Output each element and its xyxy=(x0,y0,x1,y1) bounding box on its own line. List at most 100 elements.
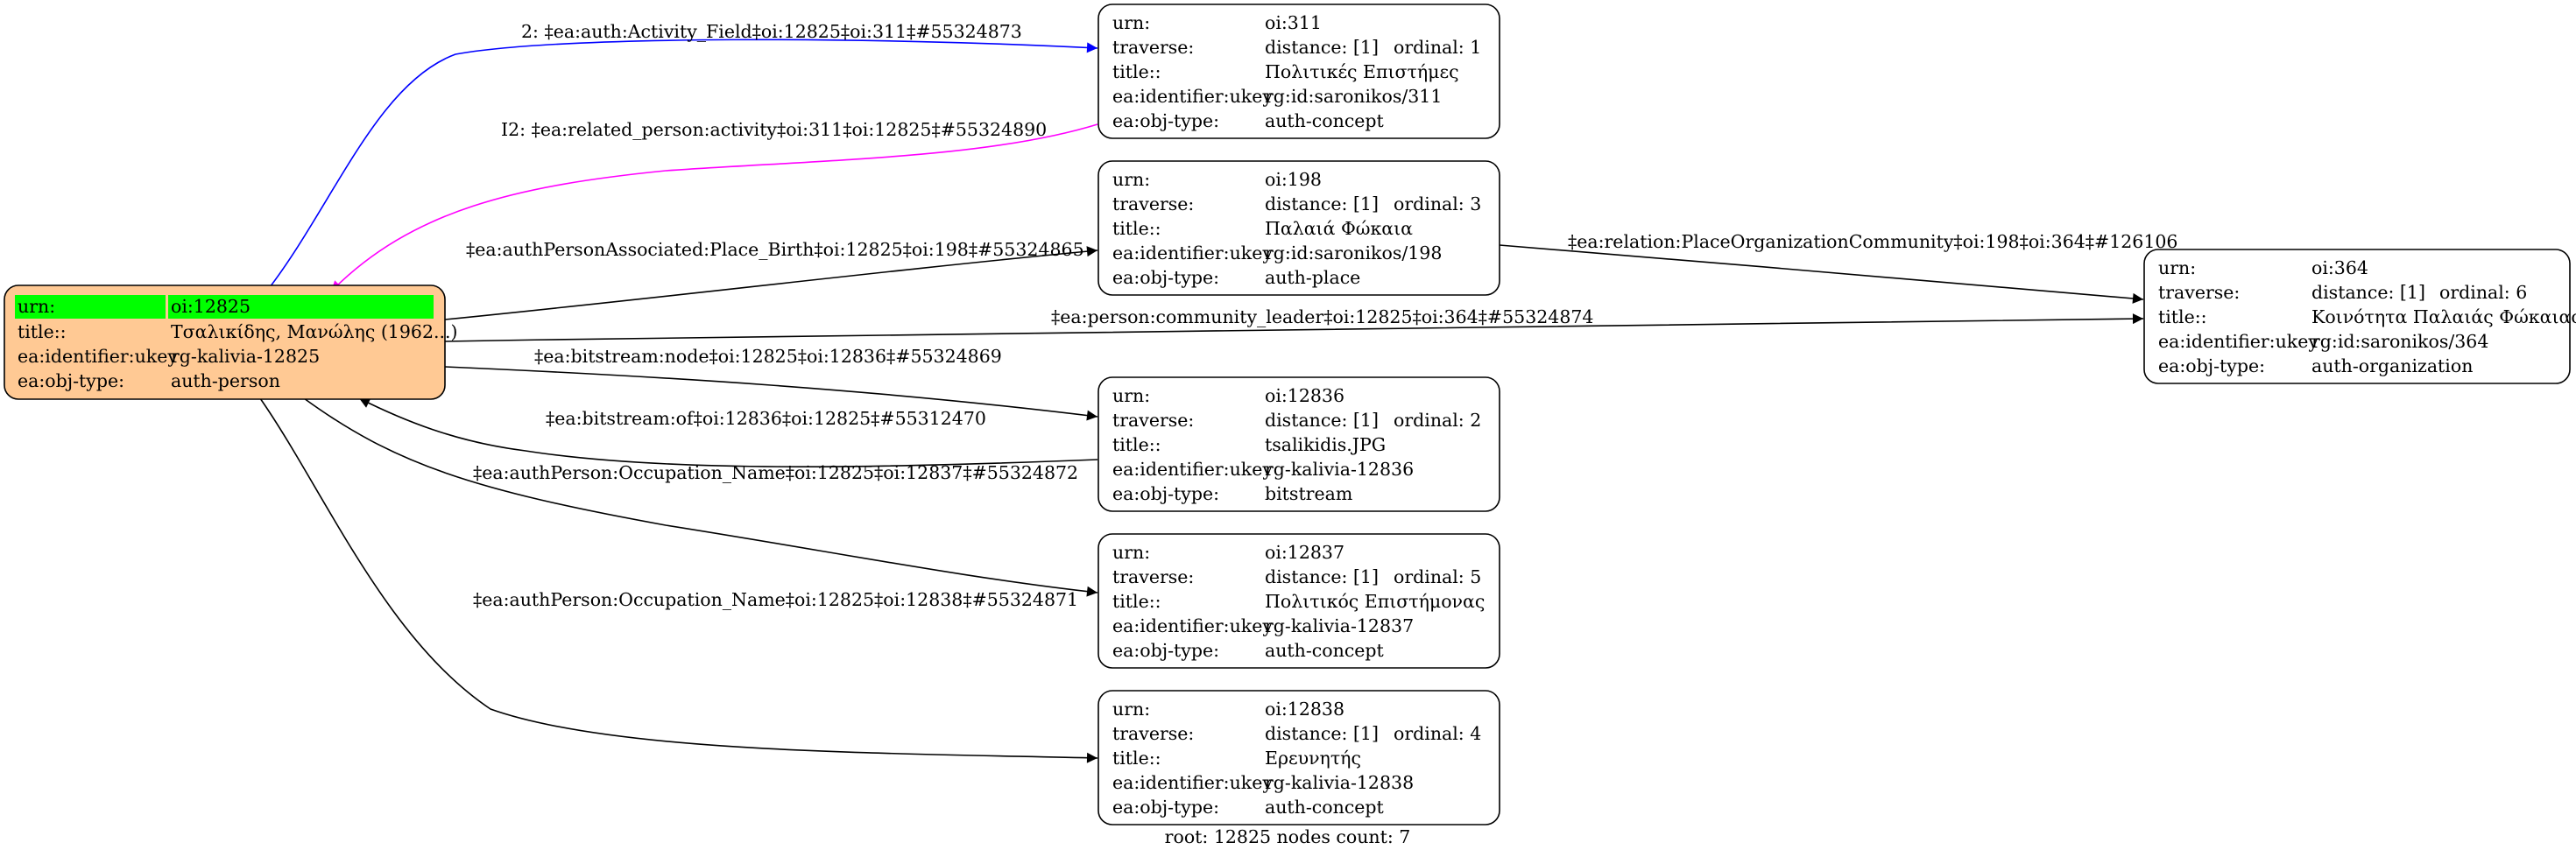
edge-occupation-12837[interactable]: ‡ea:authPerson:Occupation_Name‡oi:12825‡… xyxy=(303,397,1098,597)
edge-line[interactable] xyxy=(259,397,1098,763)
row-key: ea:obj-type: xyxy=(2158,355,2265,376)
edge-label: ‡ea:bitstream:node‡oi:12825‡oi:12836‡#55… xyxy=(534,346,1002,367)
edge-occupation-12838[interactable]: ‡ea:authPerson:Occupation_Name‡oi:12825‡… xyxy=(259,397,1098,763)
row-key: traverse: xyxy=(2158,282,2240,303)
edge-place-birth[interactable]: ‡ea:authPersonAssociated:Place_Birth‡oi:… xyxy=(444,239,1098,320)
edge-line[interactable] xyxy=(266,39,1098,292)
row-value: distance: [1] xyxy=(1265,566,1379,587)
row-value: Πολιτικές Επιστήμες xyxy=(1265,61,1459,82)
row-value: auth-concept xyxy=(1265,640,1385,661)
row-key: title:: xyxy=(18,321,67,342)
row-extra: ordinal: 3 xyxy=(1394,193,1481,214)
row-key: urn: xyxy=(1112,699,1150,720)
edge-place-organization[interactable]: ‡ea:relation:PlaceOrganizationCommunity‡… xyxy=(1499,231,2177,304)
root-highlight-value xyxy=(168,295,434,319)
edge-line[interactable] xyxy=(303,397,1098,597)
row-value: rg-kalivia-12825 xyxy=(171,346,320,367)
edge-label: ‡ea:relation:PlaceOrganizationCommunity‡… xyxy=(1568,231,2177,252)
row-value: auth-concept xyxy=(1265,797,1385,818)
row-key: urn: xyxy=(1112,12,1150,33)
row-key: ea:obj-type: xyxy=(18,370,124,391)
node-198[interactable]: urn: oi:198 traverse: distance: [1] ordi… xyxy=(1097,160,1500,296)
node-311[interactable]: urn: oi:311 traverse: distance: [1] ordi… xyxy=(1097,4,1500,139)
row-key: urn: xyxy=(1112,385,1150,406)
edge-line[interactable] xyxy=(444,246,1098,320)
node-box[interactable] xyxy=(1097,160,1500,296)
row-value: Τσαλικίδης, Μανώλης (1962...) xyxy=(171,321,458,342)
row-key: ea:obj-type: xyxy=(1112,110,1219,131)
edge-label: ‡ea:person:community_leader‡oi:12825‡oi:… xyxy=(1051,306,1593,327)
node-box[interactable] xyxy=(1097,533,1500,669)
row-value: distance: [1] xyxy=(1265,410,1379,431)
row-extra: ordinal: 6 xyxy=(2439,282,2527,303)
node-root[interactable]: urn: oi:12825 title:: Τσαλικίδης, Μανώλη… xyxy=(4,284,458,400)
row-value: oi:311 xyxy=(1265,12,1322,33)
row-key: ea:identifier:ukey xyxy=(1112,86,1273,107)
row-key: traverse: xyxy=(1112,193,1194,214)
row-key: ea:identifier:ukey xyxy=(1112,459,1273,480)
row-value: bitstream xyxy=(1265,483,1352,504)
node-box[interactable] xyxy=(1097,4,1500,139)
node-364[interactable]: urn: oi:364 traverse: distance: [1] ordi… xyxy=(2143,249,2576,384)
node-box[interactable] xyxy=(1097,376,1500,512)
row-value: rg-kalivia-12838 xyxy=(1265,772,1414,793)
row-key: ea:obj-type: xyxy=(1112,483,1219,504)
edge-line[interactable] xyxy=(358,397,1098,467)
node-box[interactable] xyxy=(1097,690,1500,825)
edge-line[interactable] xyxy=(330,123,1098,292)
row-extra: ordinal: 4 xyxy=(1394,723,1481,744)
row-key: title:: xyxy=(1112,591,1161,612)
row-key: title:: xyxy=(2158,306,2207,327)
row-key: title:: xyxy=(1112,434,1161,455)
graph-footer: root: 12825 nodes count: 7 xyxy=(1165,826,1411,847)
row-key: title:: xyxy=(1112,61,1161,82)
edge-line[interactable] xyxy=(1499,244,2144,304)
row-key: title:: xyxy=(1112,748,1161,769)
row-value: Ερευνητής xyxy=(1265,748,1361,769)
row-extra: ordinal: 2 xyxy=(1394,410,1481,431)
row-value: oi:12825 xyxy=(171,296,251,317)
row-key: urn: xyxy=(18,296,55,317)
edge-label: ‡ea:authPersonAssociated:Place_Birth‡oi:… xyxy=(466,239,1084,260)
row-key: urn: xyxy=(2158,257,2196,278)
row-key: ea:identifier:ukey xyxy=(1112,772,1273,793)
row-value: auth-place xyxy=(1265,267,1360,288)
row-value: rg:id:saronikos/198 xyxy=(1265,242,1442,263)
row-key: urn: xyxy=(1112,169,1150,190)
nodes: urn: oi:12825 title:: Τσαλικίδης, Μανώλη… xyxy=(4,4,2576,825)
edges: 2: ‡ea:auth:Activity_Field‡oi:12825‡oi:3… xyxy=(259,21,2177,763)
row-key: ea:obj-type: xyxy=(1112,797,1219,818)
row-value: rg-kalivia-12837 xyxy=(1265,615,1414,636)
row-key: ea:identifier:ukey xyxy=(2158,331,2318,352)
node-12838[interactable]: urn: oi:12838 traverse: distance: [1] or… xyxy=(1097,690,1500,825)
row-extra: ordinal: 1 xyxy=(1394,37,1481,58)
row-key: ea:obj-type: xyxy=(1112,640,1219,661)
edge-bitstream-node[interactable]: ‡ea:bitstream:node‡oi:12825‡oi:12836‡#55… xyxy=(444,346,1098,421)
edge-label: 2: ‡ea:auth:Activity_Field‡oi:12825‡oi:3… xyxy=(521,21,1022,42)
edge-label: ‡ea:authPerson:Occupation_Name‡oi:12825‡… xyxy=(473,462,1078,483)
node-12837[interactable]: urn: oi:12837 traverse: distance: [1] or… xyxy=(1097,533,1500,669)
edge-community-leader[interactable]: ‡ea:person:community_leader‡oi:12825‡oi:… xyxy=(444,306,2144,342)
row-value: auth-person xyxy=(171,370,280,391)
row-value: rg:id:saronikos/311 xyxy=(1265,86,1442,107)
row-value: oi:12837 xyxy=(1265,542,1344,563)
node-12836[interactable]: urn: oi:12836 traverse: distance: [1] or… xyxy=(1097,376,1500,512)
row-value: distance: [1] xyxy=(1265,37,1379,58)
node-box[interactable] xyxy=(2143,249,2571,384)
row-value: oi:198 xyxy=(1265,169,1322,190)
row-value: tsalikidis.JPG xyxy=(1265,434,1386,455)
row-key: ea:identifier:ukey xyxy=(1112,242,1273,263)
edge-label: I2: ‡ea:related_person:activity‡oi:311‡o… xyxy=(501,119,1047,140)
row-value: distance: [1] xyxy=(2311,282,2425,303)
edge-activity-field[interactable]: 2: ‡ea:auth:Activity_Field‡oi:12825‡oi:3… xyxy=(266,21,1098,292)
edge-bitstream-of[interactable]: ‡ea:bitstream:of‡oi:12836‡oi:12825‡#5531… xyxy=(358,397,1098,467)
edge-label: ‡ea:bitstream:of‡oi:12836‡oi:12825‡#5531… xyxy=(546,408,986,429)
edge-line[interactable] xyxy=(444,366,1098,421)
row-value: oi:364 xyxy=(2311,257,2368,278)
edge-label: ‡ea:authPerson:Occupation_Name‡oi:12825‡… xyxy=(473,589,1078,610)
row-key: traverse: xyxy=(1112,37,1194,58)
row-value: distance: [1] xyxy=(1265,193,1379,214)
edge-related-person[interactable]: I2: ‡ea:related_person:activity‡oi:311‡o… xyxy=(330,119,1098,292)
row-key: traverse: xyxy=(1112,723,1194,744)
